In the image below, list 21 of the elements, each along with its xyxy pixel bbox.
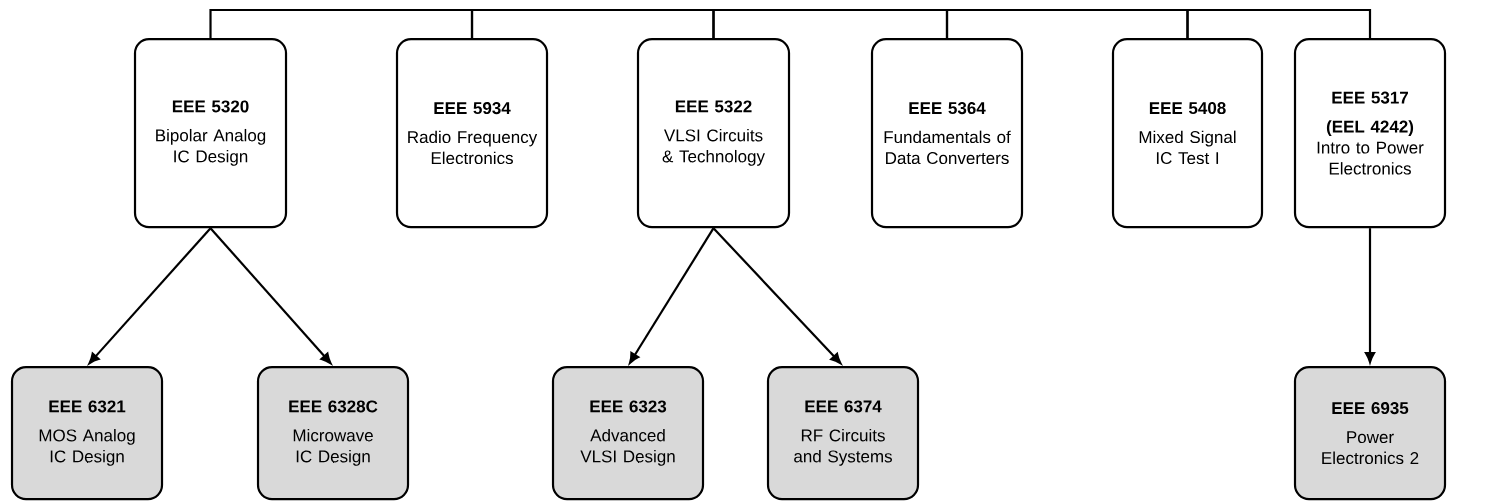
course-box: EEE 6328C Microwave IC Design: [256, 366, 410, 501]
connector-line: [712, 8, 949, 38]
arrow: [209, 227, 332, 365]
course-box: EEE 6374 RF Circuits and Systems: [766, 366, 920, 501]
connector-line: [945, 8, 1189, 38]
course-box: EEE 5322 VLSI Circuits & Technology: [636, 38, 791, 229]
arrow: [88, 227, 212, 365]
course-box: EEE 5408 Mixed Signal IC Test I: [1111, 38, 1264, 229]
connector-line: [1186, 8, 1372, 38]
connector-line: [209, 8, 474, 38]
arrow: [629, 227, 715, 364]
course-box: EEE 5934 Radio Frequency Electronics: [395, 38, 549, 229]
course-box: EEE 6321 MOS Analog IC Design: [10, 366, 164, 501]
connector-line: [470, 8, 715, 38]
course-box: EEE 5320 Bipolar Analog IC Design: [133, 38, 288, 229]
course-box: EEE 6935 Power Electronics 2: [1293, 366, 1447, 501]
course-box: EEE 5317 (EEL 4242) Intro to Power Electronics: [1293, 38, 1447, 229]
arrow: [1364, 228, 1376, 364]
course-box: EEE 6323 Advanced VLSI Design: [551, 366, 705, 501]
course-box: EEE 5364 Fundamentals of Data Converters: [870, 38, 1024, 229]
arrow: [712, 227, 842, 365]
